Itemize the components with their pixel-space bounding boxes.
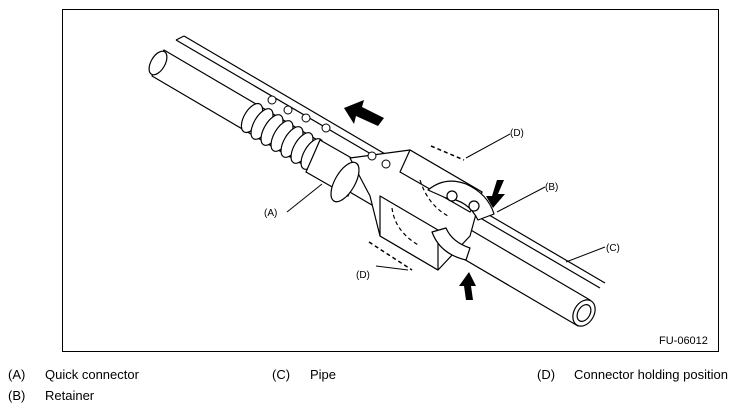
retainer bbox=[427, 180, 495, 261]
legend-key-b: (B) bbox=[8, 388, 26, 403]
press-arrow-bottom bbox=[459, 272, 476, 300]
legend-label-c: Pipe bbox=[310, 367, 337, 382]
figure-code: FU-06012 bbox=[659, 335, 708, 347]
holding-position-mark-bottom bbox=[368, 241, 413, 271]
callout-c: (C) bbox=[606, 243, 620, 254]
legend-label-d: Connector holding position bbox=[574, 367, 728, 382]
legend-key-c: (C) bbox=[272, 367, 291, 382]
callout-d-bottom: (D) bbox=[356, 270, 370, 281]
holding-position-mark-top bbox=[430, 145, 465, 161]
callout-a: (A) bbox=[264, 208, 277, 219]
callout-b: (B) bbox=[545, 182, 558, 193]
legend-label-a: Quick connector bbox=[45, 367, 139, 382]
press-arrow-top bbox=[486, 180, 505, 208]
legend-label-b: Retainer bbox=[45, 388, 95, 403]
leader-lines bbox=[286, 133, 606, 271]
callout-d-top: (D) bbox=[510, 128, 524, 139]
pipe-detail-marks bbox=[267, 95, 391, 169]
legend-key-d: (D) bbox=[537, 367, 556, 382]
legend-key-a: (A) bbox=[8, 367, 26, 382]
push-direction-arrow bbox=[344, 100, 384, 126]
